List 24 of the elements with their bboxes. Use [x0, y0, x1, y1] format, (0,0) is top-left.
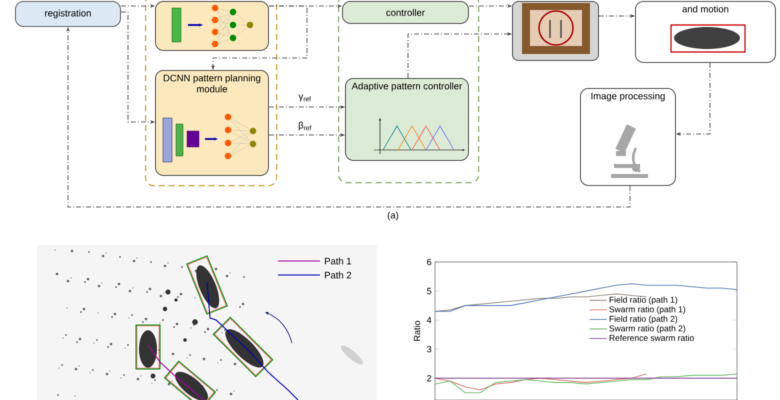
controller-box: controller	[342, 1, 469, 24]
y-tick-label: 5	[427, 288, 432, 294]
edge-label: β$_{ref}$	[297, 120, 313, 132]
y-tick-label: 4	[426, 317, 432, 324]
edge-label: γ$_{ref}$	[298, 94, 312, 102]
legend-label: Reference swarm ratio	[610, 334, 694, 341]
legend-label: Field ratio (path 2)	[610, 316, 678, 324]
legend-label: Path 2	[324, 272, 352, 278]
process-box: Image processing	[580, 88, 676, 186]
legend-label: Field ratio (path 1)	[610, 296, 678, 304]
module-group-box	[145, 0, 278, 186]
process-box: registration	[15, 1, 121, 27]
y-tick-label: 6	[427, 258, 432, 266]
controller-group-box	[338, 0, 480, 184]
line-chart: 2 3 4 5 6 Ratio Field ratio (path 1) Swarm ratio (path 1) Field ratio (path 2) Swarm ratio (path 2) Reference swarm ratio	[414, 258, 738, 400]
y-tick-label: 2	[427, 375, 432, 382]
legend-label: Swarm ratio (path 1)	[609, 306, 686, 314]
y-tick-label: 3	[427, 346, 432, 352]
module-box: DCNN pattern planning module	[155, 70, 269, 176]
y-axis-title: Ratio	[414, 320, 420, 341]
panel-label: (a)	[388, 212, 398, 220]
legend-label: Swarm ratio (path 2)	[609, 325, 686, 334]
legend-label: Path 1	[324, 258, 352, 264]
controller-box: Adaptive pattern controller	[345, 78, 469, 161]
